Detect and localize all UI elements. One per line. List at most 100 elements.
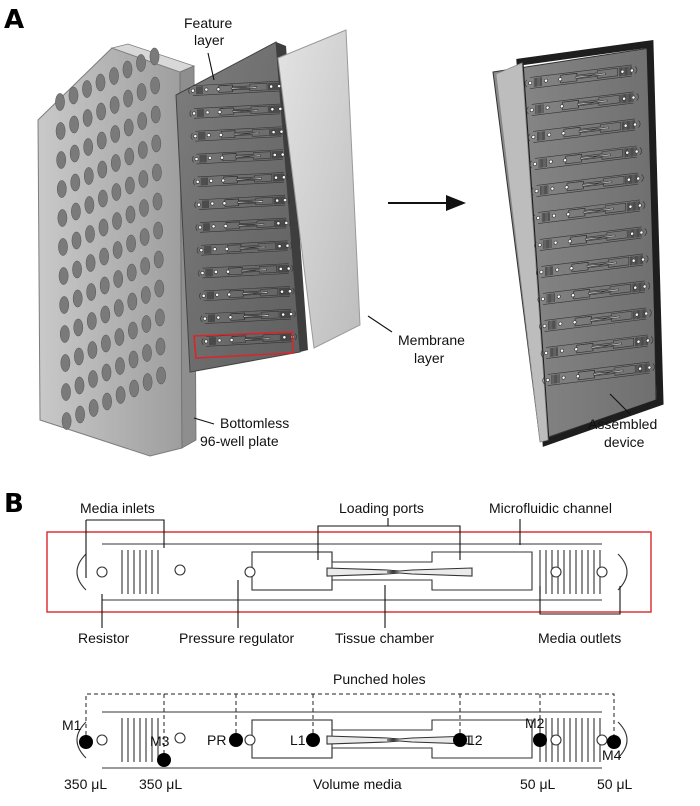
- channel-line: [192, 80, 280, 96]
- plate-well: [101, 334, 111, 353]
- resistor-serpentine: [546, 293, 555, 303]
- plate-well: [112, 241, 123, 259]
- plate-well: [142, 373, 153, 391]
- resistor-serpentine: [549, 347, 558, 357]
- plate-well: [87, 341, 98, 359]
- end-arc: [539, 322, 542, 331]
- chamber-line: [228, 265, 277, 275]
- end-arc: [532, 214, 536, 223]
- plate-well: [88, 399, 99, 417]
- port-bulb: [547, 132, 552, 137]
- panel-label-a: A: [4, 5, 24, 35]
- port-bulb: [244, 566, 256, 578]
- tissue-chamber: [600, 288, 619, 293]
- plate-well: [101, 363, 112, 382]
- feature-layer: [175, 41, 308, 373]
- assembled-unit: [535, 253, 649, 278]
- port-bulb: [553, 240, 558, 245]
- plate-well: [85, 225, 95, 243]
- port-bulb: [555, 267, 560, 272]
- port-bulb: [628, 204, 633, 209]
- plate-well: [153, 221, 163, 240]
- resistor-serpentine: [121, 718, 159, 762]
- tissue-chamber: [249, 223, 265, 226]
- label-volume-m4: 50 μL: [597, 776, 633, 792]
- label-feature-layer-2: layer: [194, 32, 225, 48]
- label-port-m1: M1: [62, 717, 82, 733]
- tissue-chamber: [251, 268, 267, 271]
- port-bulb: [201, 293, 206, 298]
- chamber-line: [222, 151, 271, 161]
- port-bulb: [529, 108, 534, 112]
- feature-unit: [199, 286, 295, 302]
- resistor-serpentine: [551, 374, 560, 384]
- label-volume-m2: 50 μL: [520, 776, 556, 792]
- feature-unit: [196, 240, 293, 256]
- label-port-l2: L2: [467, 732, 483, 748]
- tissue-chamber: [596, 207, 614, 212]
- feature-unit: [189, 103, 285, 119]
- resistor-serpentine: [209, 337, 217, 346]
- plate-well: [112, 212, 122, 230]
- leader-membrane-layer: [367, 315, 393, 333]
- port-bulb: [215, 292, 220, 297]
- label-assembled-1: Assembled: [588, 416, 657, 432]
- plate-well: [73, 318, 84, 337]
- port-bulb: [534, 189, 539, 193]
- tissue-chamber: [255, 337, 271, 340]
- port-bulb: [272, 153, 277, 157]
- feature-unit: [190, 126, 287, 142]
- label-pressure-regulator: Pressure regulator: [179, 630, 295, 646]
- resistor-serpentine: [535, 104, 544, 114]
- port-bulb: [561, 131, 566, 136]
- end-arc: [531, 187, 534, 196]
- end-arc: [634, 66, 638, 74]
- port-bulb: [281, 312, 286, 317]
- plate-well: [113, 270, 124, 288]
- plate-well: [141, 315, 152, 333]
- channel-line: [195, 126, 282, 142]
- end-arc: [190, 133, 193, 140]
- resistor-serpentine: [202, 200, 209, 209]
- assembled-unit: [534, 226, 647, 251]
- tissue-chamber: [254, 314, 269, 317]
- label-feature-layer-1: Feature: [184, 15, 232, 31]
- plate-well: [58, 267, 69, 285]
- port-bulb: [224, 246, 229, 251]
- label-assembled-2: device: [604, 434, 645, 450]
- port-bulb: [198, 225, 202, 230]
- port-bulb: [288, 289, 292, 294]
- end-arc: [652, 363, 655, 371]
- port-bulb: [574, 347, 579, 352]
- end-arc: [639, 147, 643, 155]
- plate-well: [128, 321, 138, 340]
- end-arc: [644, 228, 647, 236]
- port-bulb: [282, 335, 287, 340]
- leader-media-inlets: [85, 519, 165, 578]
- end-arc: [617, 721, 628, 759]
- port-l2: [453, 733, 467, 747]
- chamber-line: [229, 288, 279, 297]
- channel-line: [531, 91, 634, 116]
- port-bulb: [222, 201, 227, 206]
- port-bulb: [561, 375, 566, 380]
- port-bulb: [199, 248, 204, 253]
- membrane-layer: [277, 29, 361, 349]
- channel-line: [536, 172, 639, 197]
- tissue-chamber: [602, 315, 621, 320]
- plate-well: [55, 122, 66, 140]
- plate-well: [69, 115, 79, 134]
- resistor-serpentine: [541, 212, 550, 222]
- plate-well: [59, 325, 70, 343]
- port-bulb: [283, 198, 288, 203]
- port-bulb: [274, 175, 278, 180]
- resistor-serpentine: [208, 314, 215, 323]
- port-bulb: [244, 734, 256, 746]
- chamber-line: [567, 175, 625, 189]
- channel-line: [547, 361, 650, 386]
- plate-well: [126, 263, 137, 282]
- end-arc: [542, 376, 545, 385]
- resistor-serpentine: [539, 718, 601, 762]
- port-bulb: [276, 221, 281, 226]
- resistor-serpentine: [200, 177, 208, 186]
